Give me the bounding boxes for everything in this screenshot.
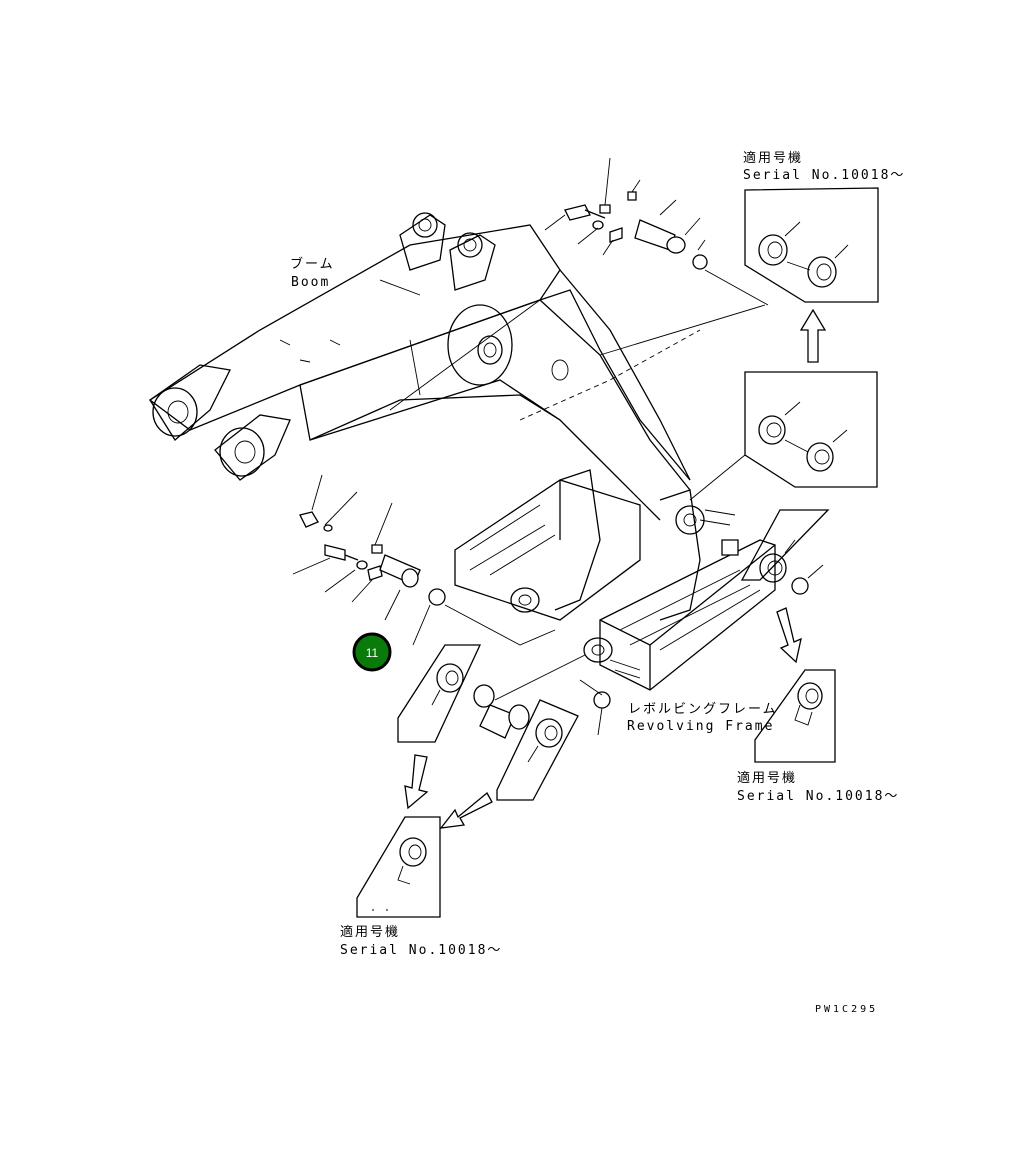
revolving-frame-drawing: [454, 469, 776, 691]
boom-drawing: [148, 212, 701, 521]
arrow-diagonal-left: [439, 792, 493, 829]
serial-note-right: 適用号機 Serial No.10018～: [737, 770, 899, 804]
arrow-down-right: [776, 607, 802, 664]
arrow-up: [799, 308, 827, 363]
serial-note-top-en: Serial No.10018～: [743, 168, 905, 183]
boom-label: ブーム Boom: [290, 256, 335, 290]
revolving-frame-label: レボルビングフレーム Revolving Frame: [627, 702, 778, 734]
upper-pin-assembly: [544, 157, 769, 356]
detail-box-frame-right: [721, 509, 830, 595]
detail-box-middle: [689, 371, 878, 501]
detail-box-lower-left: [397, 644, 530, 743]
serial-note-bottom-jp: 適用号機: [340, 924, 400, 940]
detail-box-bottom: [356, 816, 441, 918]
drawing-code: PW1C295: [815, 1004, 878, 1015]
callout-circle[interactable]: [352, 632, 392, 672]
detail-box-lower-middle: [496, 699, 579, 801]
serial-note-bottom: 適用号機 Serial No.10018～: [340, 924, 502, 958]
serial-note-bottom-en: Serial No.10018～: [340, 943, 502, 958]
boom-label-en: Boom: [291, 275, 330, 290]
arrow-down-left: [404, 754, 429, 810]
detail-box-top: [744, 187, 879, 303]
frame-label-en: Revolving Frame: [627, 719, 774, 734]
boom-label-jp: ブーム: [290, 256, 335, 272]
callout-11[interactable]: 11: [352, 632, 392, 672]
serial-note-right-jp: 適用号機: [737, 770, 797, 786]
lower-pin-assembly: [292, 474, 611, 736]
callout-number[interactable]: 11: [366, 646, 379, 660]
frame-label-jp: レボルビングフレーム: [628, 702, 778, 717]
serial-note-top-jp: 適用号機: [743, 150, 803, 166]
serial-note-top: 適用号機 Serial No.10018～: [743, 150, 905, 183]
detail-box-right-bottom: [754, 669, 836, 763]
serial-note-right-en: Serial No.10018～: [737, 789, 899, 804]
